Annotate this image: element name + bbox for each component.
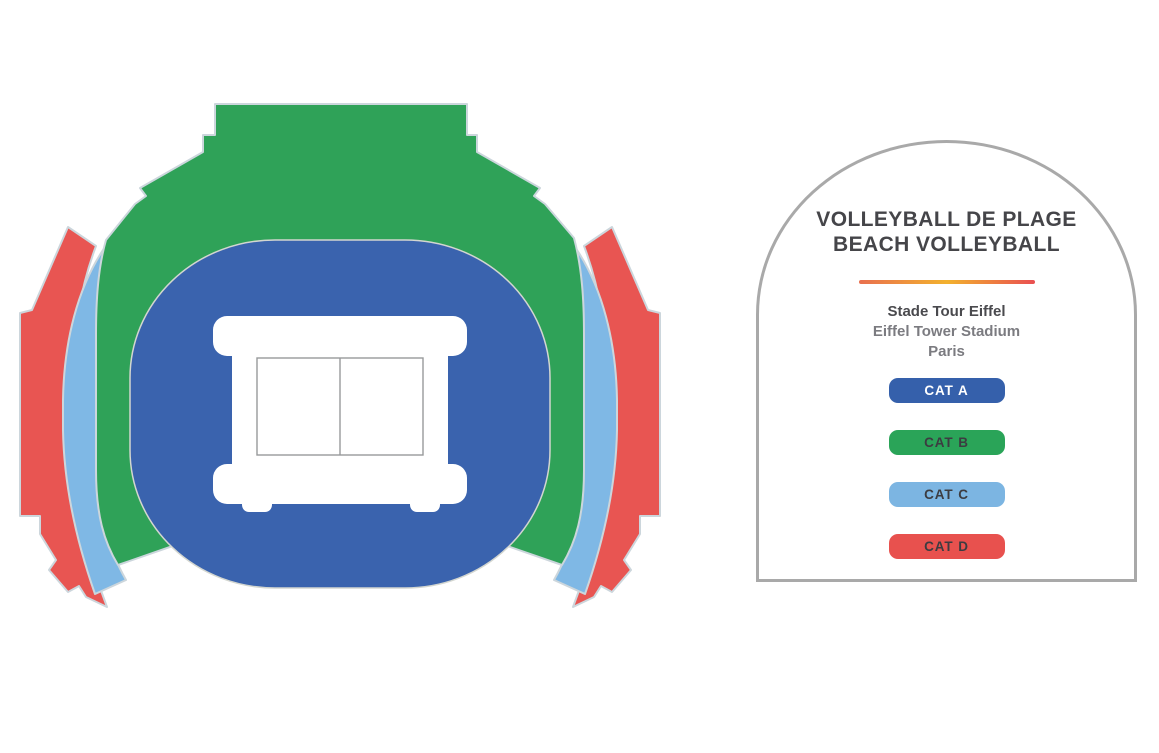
gradient-divider [858, 280, 1035, 285]
category-legend: CAT A CAT B CAT C CAT D [759, 377, 1134, 559]
cat-d-button[interactable]: CAT D [888, 533, 1005, 559]
cat-b-button[interactable]: CAT B [888, 429, 1005, 455]
cat-a-button[interactable]: CAT A [888, 377, 1005, 403]
venue-info: Stade Tour Eiffel Eiffel Tower Stadium P… [759, 302, 1134, 361]
court-outline [256, 357, 424, 456]
legend-panel: VOLLEYBALL DE PLAGE BEACH VOLLEYBALL Sta… [756, 140, 1137, 582]
event-title-en: BEACH VOLLEYBALL [833, 233, 1060, 257]
venue-name-en: Eiffel Tower Stadium [872, 323, 1021, 341]
stadium-map [19, 103, 661, 608]
cat-c-button[interactable]: CAT C [888, 481, 1005, 507]
event-title: VOLLEYBALL DE PLAGE BEACH VOLLEYBALL [759, 207, 1134, 257]
venue-city: Paris [928, 342, 965, 360]
event-title-fr: VOLLEYBALL DE PLAGE [816, 208, 1077, 231]
venue-name-fr: Stade Tour Eiffel [887, 303, 1006, 321]
